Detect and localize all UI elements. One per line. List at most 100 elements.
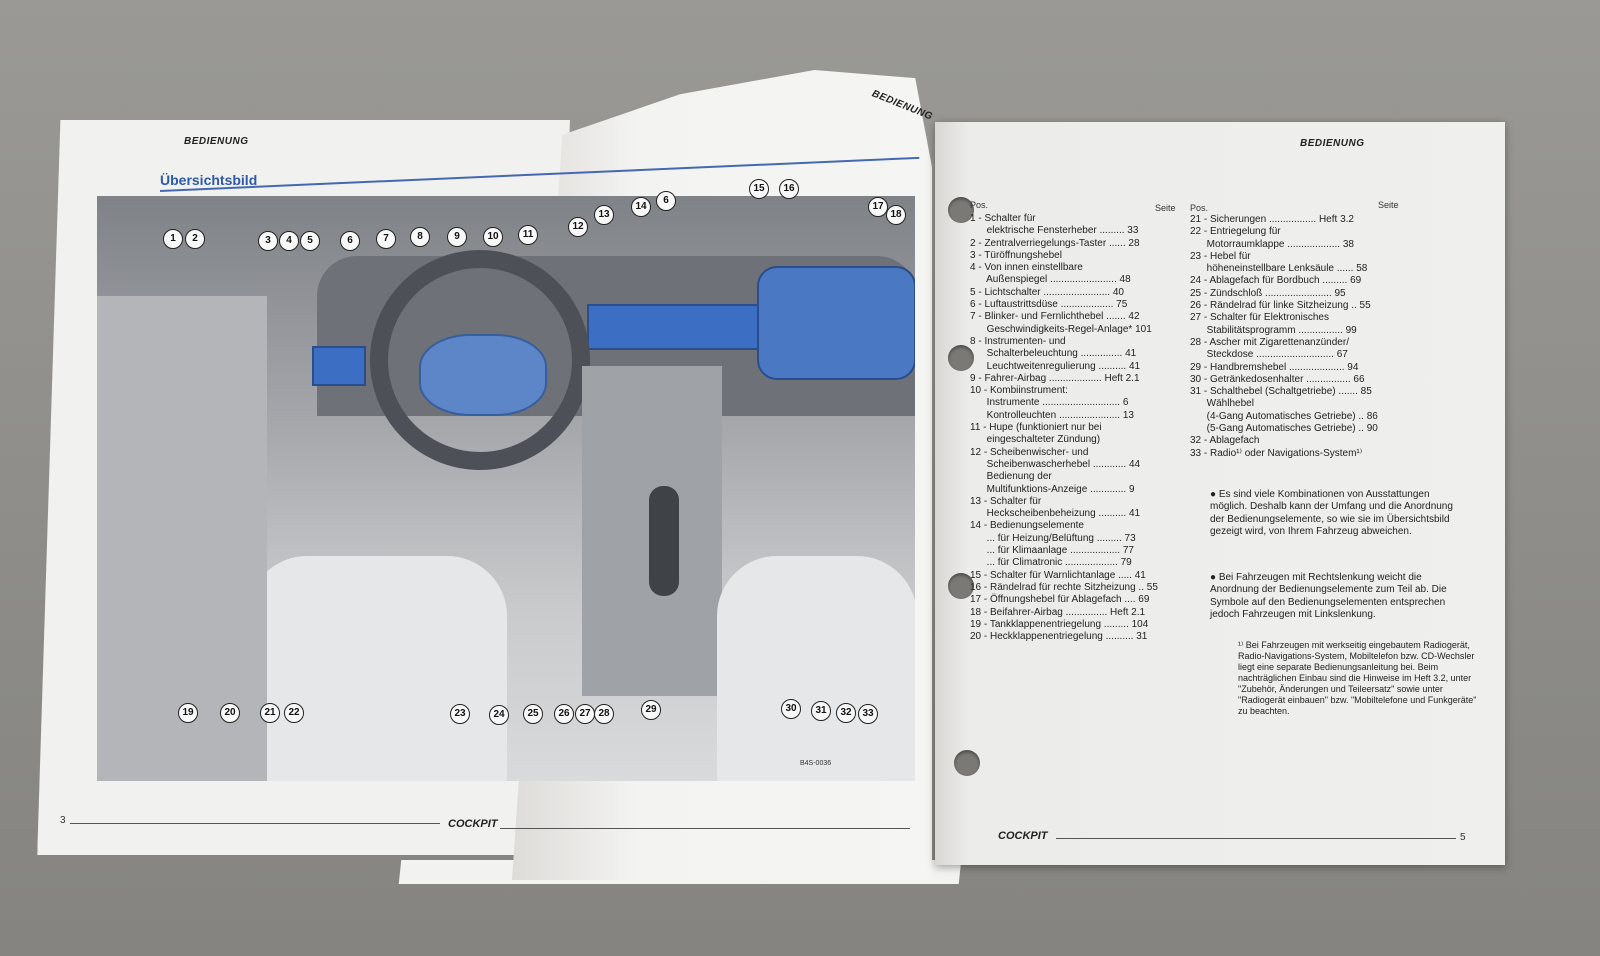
passenger-seat <box>717 556 915 781</box>
legend-entry: 6 - Luftaustrittsdüse ..................… <box>970 299 1128 311</box>
legend-entry: 15 - Schalter für Warnlichtanlage ..... … <box>970 569 1146 581</box>
legend-entry: 24 - Ablagefach für Bordbuch ......... 6… <box>1190 275 1362 287</box>
air-vent-center <box>587 304 766 350</box>
legend-entry: 18 - Beifahrer-Airbag ............... He… <box>970 606 1146 618</box>
legend-entry: 10 - Kombiinstrument: Instrumente ......… <box>970 385 1134 421</box>
legend-entry: 23 - Hebel für höheneinstellbare Lenksäu… <box>1190 250 1368 275</box>
legend-entry: 28 - Ascher mit Zigarettenanzünder/ Stec… <box>1190 336 1349 361</box>
callout-number: 12 <box>568 217 588 237</box>
callout-number: 19 <box>178 703 198 723</box>
right-footer-rule <box>1056 838 1456 839</box>
footnote: ¹⁾ Bei Fahrzeugen mit werkseitig eingeba… <box>1238 640 1477 716</box>
legend-column-left: 1 - Schalter für elektrische Fensterhebe… <box>970 213 1185 643</box>
gear-lever <box>649 486 679 596</box>
callout-number: 8 <box>410 227 430 247</box>
note-right-hand-drive: ● Bei Fahrzeugen mit Rechtslenkung weich… <box>1210 572 1447 620</box>
legend-entry: 1 - Schalter für elektrische Fensterhebe… <box>970 213 1139 237</box>
col-head-seite-2: Seite <box>1378 200 1399 210</box>
legend-entry: 30 - Getränkedosenhalter ...............… <box>1190 373 1365 385</box>
legend-entry: 3 - Türöffnungshebel <box>970 249 1062 261</box>
legend-entry: 32 - Ablagefach <box>1190 435 1260 447</box>
col-head-pos: Pos. <box>970 200 989 210</box>
punch-hole <box>948 197 974 223</box>
callout-number: 21 <box>260 703 280 723</box>
callout-number: 7 <box>376 229 396 249</box>
callout-number: 9 <box>447 227 467 247</box>
legend-entry: 22 - Entriegelung für Motorraumklappe ..… <box>1190 226 1354 250</box>
callout-number: 32 <box>836 703 856 723</box>
note-variants: ● Es sind viele Kombinationen von Aussta… <box>1210 489 1453 537</box>
callout-number: 16 <box>779 179 799 199</box>
driver-seat <box>247 556 507 781</box>
callout-number: 20 <box>220 703 240 723</box>
legend-entry: 25 - Zündschloß ........................… <box>1190 287 1346 299</box>
image-code: B4S-0036 <box>800 760 832 767</box>
callout-number: 22 <box>284 703 304 723</box>
legend-entry: 20 - Heckklappenentriegelung .......... … <box>970 631 1148 643</box>
right-header: BEDIENUNG <box>1300 138 1365 149</box>
callout-number: 6 <box>656 191 676 211</box>
callout-number: 25 <box>523 704 543 724</box>
cockpit-illustration <box>97 196 915 781</box>
punch-hole <box>948 345 974 371</box>
legend-entry: 12 - Scheibenwischer- und Scheibenwasche… <box>970 446 1141 495</box>
passenger-airbag-panel <box>757 266 915 380</box>
left-page-number: 3 <box>60 815 66 826</box>
legend-entry: 5 - Lichtschalter ......................… <box>970 286 1124 298</box>
legend-entry: 14 - Bedienungselemente ... für Heizung/… <box>970 520 1136 569</box>
legend-entry: 19 - Tankklappenentriegelung ......... 1… <box>970 618 1149 630</box>
legend-entry: 7 - Blinker- und Fernlichthebel ....... … <box>970 311 1152 335</box>
legend-entry: 33 - Radio¹⁾ oder Navigations-System¹⁾ <box>1190 447 1363 459</box>
legend-entry: 8 - Instrumenten- und Schalterbeleuchtun… <box>970 335 1141 372</box>
callout-number: 14 <box>631 197 651 217</box>
callout-number: 26 <box>554 704 574 724</box>
mid-footer-rule <box>500 828 910 829</box>
callout-number: 5 <box>300 231 320 251</box>
callout-number: 10 <box>483 227 503 247</box>
legend-entry: 13 - Schalter für Heckscheibenbeheizung … <box>970 495 1141 520</box>
right-page <box>935 122 1505 865</box>
callout-number: 33 <box>858 704 878 724</box>
right-page-number: 5 <box>1460 832 1466 843</box>
callout-number: 17 <box>868 197 888 217</box>
punch-hole <box>948 573 974 599</box>
callout-number: 2 <box>185 229 205 249</box>
air-vent-left <box>312 346 366 386</box>
legend-entry: 29 - Handbremshebel ....................… <box>1190 361 1359 373</box>
legend-entry: 27 - Schalter für Elektronisches Stabili… <box>1190 312 1357 336</box>
legend-entry: 11 - Hupe (funktioniert nur bei eingesch… <box>970 422 1102 446</box>
driver-airbag <box>419 334 547 416</box>
left-footer-rule <box>70 823 440 824</box>
legend-column-right: 21 - Sicherungen ................. Heft … <box>1190 214 1425 460</box>
legend-entry: 17 - Öffnungshebel für Ablagefach .... 6… <box>970 594 1150 606</box>
driver-door <box>97 296 267 781</box>
legend-entry: 2 - Zentralverriegelungs-Taster ...... 2… <box>970 237 1140 249</box>
left-header: BEDIENUNG <box>184 136 249 147</box>
col-head-pos-2: Pos. <box>1190 203 1209 213</box>
callout-number: 6 <box>340 231 360 251</box>
legend-entry: 16 - Rändelrad für rechte Sitzheizung ..… <box>970 581 1158 593</box>
page-title: Übersichtsbild <box>160 172 258 188</box>
callout-number: 28 <box>594 704 614 724</box>
callout-number: 29 <box>641 700 661 720</box>
punch-hole <box>954 750 980 776</box>
callout-number: 18 <box>886 205 906 225</box>
left-footer-label: COCKPIT <box>448 818 498 830</box>
callout-number: 30 <box>781 699 801 719</box>
callout-number: 24 <box>489 705 509 725</box>
callout-number: 31 <box>811 701 831 721</box>
callout-number: 23 <box>450 704 470 724</box>
callout-number: 3 <box>258 231 278 251</box>
col-head-seite: Seite <box>1155 203 1176 213</box>
callout-number: 4 <box>279 231 299 251</box>
legend-entry: 26 - Rändelrad für linke Sitzheizung .. … <box>1190 300 1371 312</box>
legend-entry: 31 - Schalthebel (Schaltgetriebe) ......… <box>1190 386 1378 435</box>
right-footer-label: COCKPIT <box>998 830 1048 842</box>
callout-number: 27 <box>575 704 595 724</box>
legend-entry: 9 - Fahrer-Airbag ................... He… <box>970 372 1140 384</box>
callout-number: 1 <box>163 229 183 249</box>
callout-number: 15 <box>749 179 769 199</box>
callout-number: 13 <box>594 205 614 225</box>
callout-number: 11 <box>518 225 538 245</box>
legend-entry: 21 - Sicherungen ................. Heft … <box>1190 214 1354 225</box>
